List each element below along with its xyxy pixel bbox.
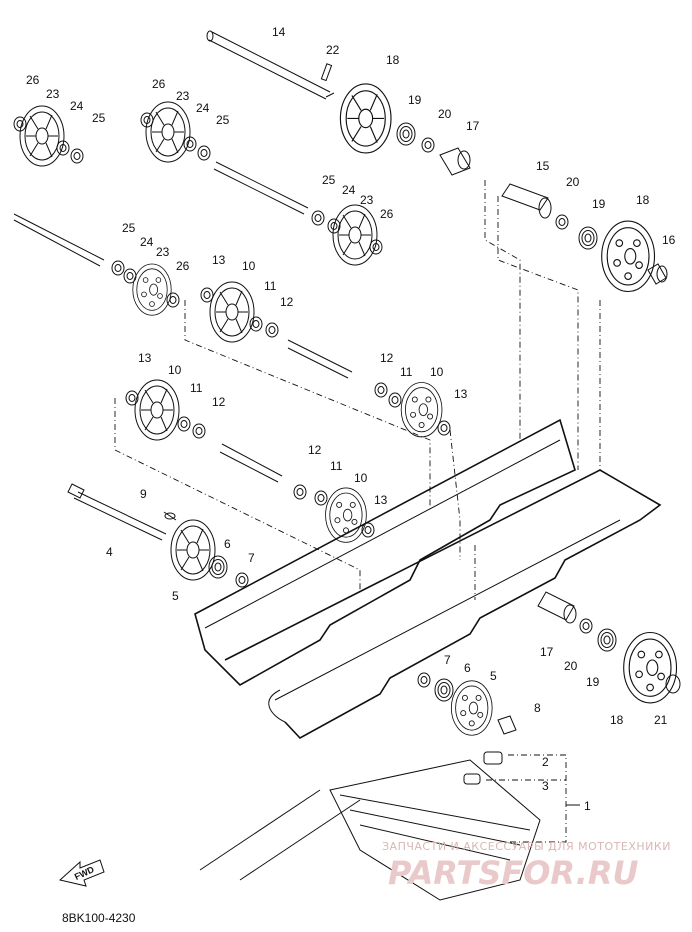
callout-13: 13: [454, 387, 468, 401]
callout-11: 11: [264, 279, 277, 293]
callout-20: 20: [566, 175, 580, 189]
callout-2: 2: [542, 755, 549, 769]
callout-18: 18: [386, 53, 400, 67]
callout-19: 19: [592, 197, 606, 211]
callout-7: 7: [248, 551, 255, 565]
callout-11: 11: [190, 381, 203, 395]
callout-17: 17: [540, 645, 554, 659]
callout-10: 10: [168, 363, 182, 377]
callout-20: 20: [564, 659, 578, 673]
callout-25: 25: [322, 173, 336, 187]
callout-8: 8: [534, 701, 541, 715]
callout-12: 12: [212, 395, 226, 409]
callout-23: 23: [360, 193, 374, 207]
callout-13: 13: [212, 253, 226, 267]
shafts: [13, 161, 353, 541]
callout-21: 21: [654, 713, 668, 727]
callout-7: 7: [444, 653, 451, 667]
callout-5: 5: [490, 669, 497, 683]
callout-17: 17: [466, 119, 480, 133]
idler-wheel-group-upper-left: [13, 101, 211, 167]
callout-1: 1: [584, 799, 591, 813]
callout-11: 11: [400, 365, 413, 379]
callout-18: 18: [610, 713, 624, 727]
callout-26: 26: [152, 77, 166, 91]
callout-13: 13: [374, 493, 388, 507]
callout-3: 3: [542, 779, 549, 793]
callout-22: 22: [326, 43, 340, 57]
wheel-group-10-upper: [200, 281, 451, 438]
callout-14: 14: [272, 25, 286, 39]
callout-23: 23: [46, 87, 60, 101]
callout-24: 24: [140, 235, 154, 249]
callout-6: 6: [464, 661, 471, 675]
callout-10: 10: [242, 259, 256, 273]
slide-rail-frame: [194, 418, 662, 740]
callout-24: 24: [196, 101, 210, 115]
callout-5: 5: [172, 589, 179, 603]
callout-15: 15: [536, 159, 550, 173]
callout-10: 10: [354, 471, 368, 485]
callout-4: 4: [106, 545, 113, 559]
callout-25: 25: [216, 113, 230, 127]
watermark-caption: ЗАПЧАСТИ И АКСЕССУАРЫ ДЛЯ МОТОТЕХНИКИ: [382, 840, 671, 853]
watermark-logo-text: PARTSFOR.RU: [388, 854, 638, 892]
rear-wheel-group-lower: [537, 591, 681, 704]
front-wheel-group-5: [170, 519, 517, 736]
leader-lines: [114, 180, 601, 843]
fwd-arrow-icon: [58, 859, 105, 887]
callout-labels: 14 22 18 19 20 17 26 23 24 25 26 23 24 2…: [26, 25, 676, 813]
callout-24: 24: [70, 99, 84, 113]
drawing-code: 8BK100-4230: [62, 911, 136, 925]
callout-13: 13: [138, 351, 152, 365]
callout-23: 23: [176, 89, 190, 103]
callout-6: 6: [224, 537, 231, 551]
callout-16: 16: [662, 233, 676, 247]
callout-11: 11: [330, 459, 343, 473]
rear-wheel-group-upper: [501, 183, 668, 293]
callout-24: 24: [342, 183, 356, 197]
callout-25: 25: [122, 221, 136, 235]
callout-12: 12: [280, 295, 294, 309]
track-assembly: [199, 751, 541, 901]
callout-18: 18: [636, 193, 650, 207]
callout-10: 10: [430, 365, 444, 379]
callout-26: 26: [176, 259, 190, 273]
callout-20: 20: [438, 107, 452, 121]
callout-26: 26: [380, 207, 394, 221]
callout-12: 12: [380, 351, 394, 365]
callout-23: 23: [156, 245, 170, 259]
callout-19: 19: [408, 93, 422, 107]
callout-9: 9: [140, 487, 147, 501]
axle-14-group: [206, 30, 471, 176]
callout-19: 19: [586, 675, 600, 689]
callout-25: 25: [92, 111, 106, 125]
callout-26: 26: [26, 73, 40, 87]
callout-12: 12: [308, 443, 322, 457]
